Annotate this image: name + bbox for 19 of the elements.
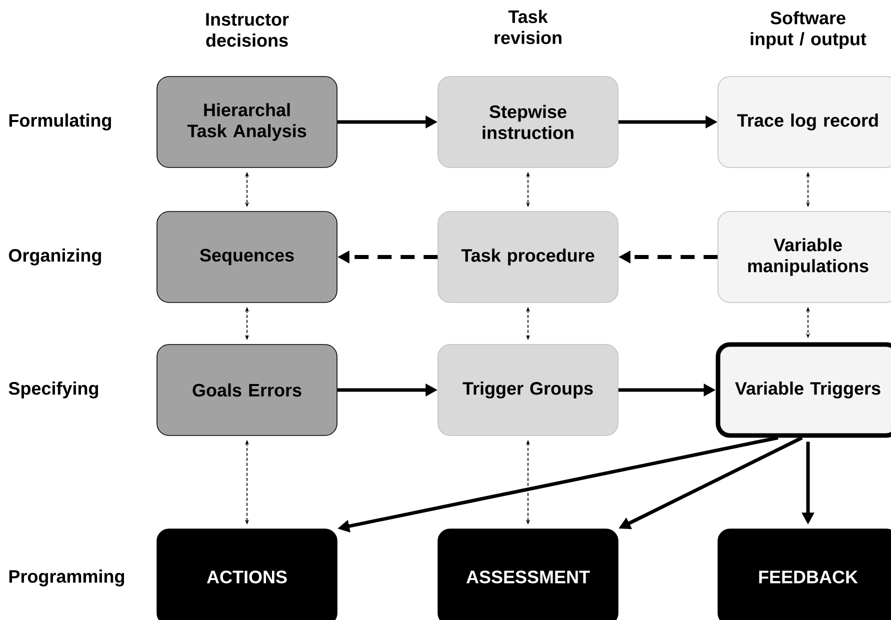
row-label: Specifying [8,382,98,398]
process-box: Trigger Groups [438,344,618,436]
process-box: Variable Triggers [716,342,891,438]
process-box: Hierarchal Task Analysis [156,76,338,168]
column-header: Software input / output [750,11,866,49]
process-box: FEEDBACK [718,528,891,620]
row-label: Formulating [9,114,111,130]
process-box: ACTIONS [156,528,338,620]
column-header: Instructor decisions [206,13,289,47]
column-header: Task revision [494,10,562,44]
row-label: Programming [9,570,124,586]
process-box: Goals Errors [156,344,338,436]
process-box: Variable manipulations [718,211,891,303]
process-box: ASSESSMENT [438,528,618,620]
process-box: Sequences [156,211,338,303]
process-box: Stepwise instruction [438,76,618,168]
row-label: Organizing [8,248,101,266]
process-box: Task procedure [438,211,618,303]
process-box: Trace log record [718,76,891,168]
